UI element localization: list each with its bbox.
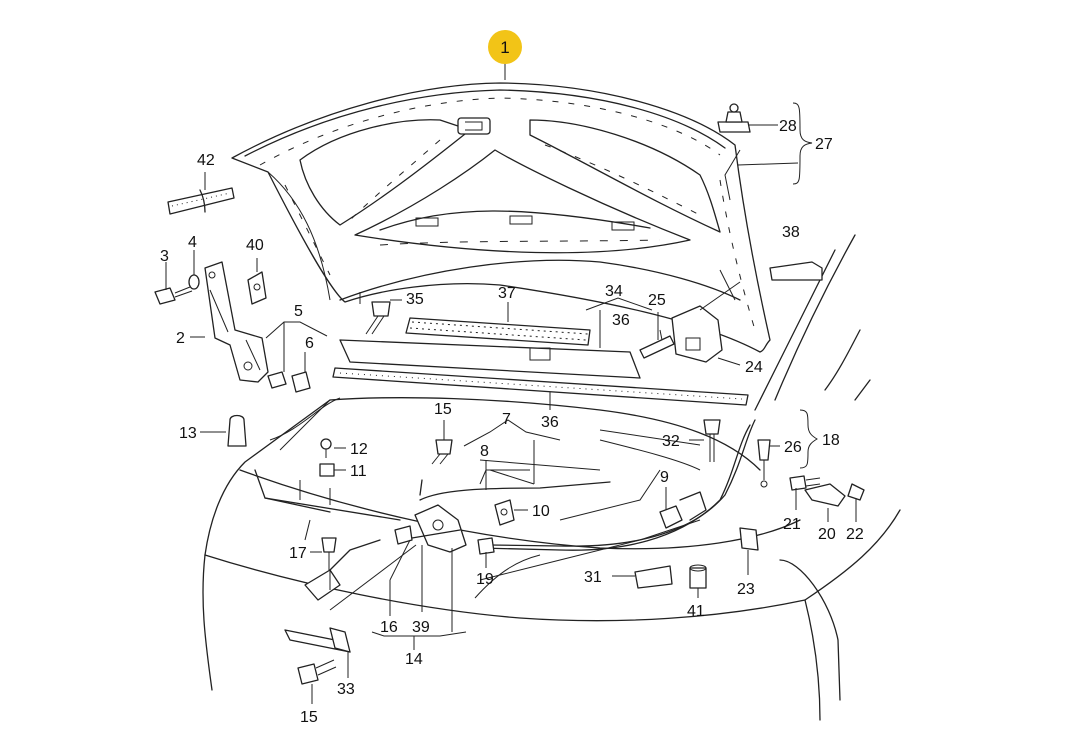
callout-34[interactable]: 34 (605, 283, 623, 300)
side-trim (769, 261, 823, 281)
cable-holder (494, 499, 515, 526)
rubber-stop (227, 414, 247, 447)
callout-36-top[interactable]: 36 (612, 312, 630, 329)
screw-21 (789, 475, 821, 491)
callout-22[interactable]: 22 (846, 526, 864, 543)
highlight-circle (488, 30, 522, 64)
gas-strut-clip (167, 187, 235, 215)
callout-2[interactable]: 2 (176, 330, 185, 347)
callout-33[interactable]: 33 (337, 681, 355, 698)
highlight-label: 1 (500, 38, 509, 57)
callout-32[interactable]: 32 (662, 433, 680, 450)
callout-40[interactable]: 40 (246, 237, 264, 254)
cable-clamp (739, 527, 759, 551)
callout-17[interactable]: 17 (289, 545, 307, 562)
screw-17 (321, 537, 337, 570)
callout-42[interactable]: 42 (197, 152, 215, 169)
safety-catch (659, 491, 707, 529)
callout-37[interactable]: 37 (498, 285, 516, 302)
callout-8[interactable]: 8 (480, 443, 489, 460)
release-cable (419, 419, 756, 551)
callout-25[interactable]: 25 (648, 292, 666, 309)
callout-41[interactable]: 41 (687, 603, 705, 620)
spring-nut (319, 463, 335, 477)
callout-31[interactable]: 31 (584, 569, 602, 586)
callout-5[interactable]: 5 (294, 303, 303, 320)
callout-15-lower[interactable]: 15 (300, 709, 318, 726)
lower-bracket (304, 539, 381, 601)
insulation-pad (405, 317, 591, 346)
callout-16[interactable]: 16 (380, 619, 398, 636)
hinge-bolt (154, 286, 193, 305)
highlight-marker[interactable]: 1 (488, 30, 522, 64)
callout-19[interactable]: 19 (476, 571, 494, 588)
screw-35 (365, 301, 391, 335)
lock-striker-plate (639, 305, 723, 363)
callout-11[interactable]: 11 (350, 463, 367, 480)
screw-15-upper (431, 439, 453, 465)
callout-36-mid[interactable]: 36 (541, 414, 559, 431)
release-handle-lever (757, 439, 771, 488)
callout-15-upper[interactable]: 15 (434, 401, 452, 418)
callout-6[interactable]: 6 (305, 335, 314, 352)
callout-23[interactable]: 23 (737, 581, 755, 598)
release-handle (804, 483, 865, 507)
callout-20[interactable]: 20 (818, 526, 836, 543)
callout-14[interactable]: 14 (405, 651, 423, 668)
car-body-outline (202, 234, 901, 721)
hood (231, 82, 771, 353)
hood-hinge (204, 261, 269, 383)
cable-clip (477, 537, 495, 555)
screw-12 (320, 438, 332, 458)
grommet (689, 564, 707, 589)
callout-35[interactable]: 35 (406, 291, 424, 308)
callout-18[interactable]: 18 (822, 432, 840, 449)
callout-10[interactable]: 10 (532, 503, 550, 520)
callout-24[interactable]: 24 (745, 359, 763, 376)
callout-3[interactable]: 3 (160, 248, 169, 265)
screw-32 (703, 419, 721, 462)
callout-27[interactable]: 27 (815, 136, 833, 153)
cable-bracket (634, 565, 673, 589)
callout-12[interactable]: 12 (350, 441, 368, 458)
callout-38[interactable]: 38 (782, 224, 800, 241)
hood-release-lock (394, 504, 467, 553)
callout-28[interactable]: 28 (779, 118, 797, 135)
hood-seal-strip (332, 367, 749, 406)
callout-13[interactable]: 13 (179, 425, 197, 442)
lock-bolt (297, 659, 337, 685)
cowl-trim (339, 339, 641, 379)
callout-9[interactable]: 9 (660, 469, 669, 486)
rubber-buffer (247, 271, 267, 305)
callout-4[interactable]: 4 (188, 234, 197, 251)
retaining-clip (717, 103, 751, 133)
callout-21[interactable]: 21 (783, 516, 801, 533)
callout-39[interactable]: 39 (412, 619, 430, 636)
leader-lines (165, 62, 857, 704)
lock-bracket (284, 627, 351, 653)
callout-labels: 28 27 42 4 3 40 38 2 5 6 35 37 34 36 25 … (160, 118, 864, 726)
callout-7[interactable]: 7 (502, 411, 511, 428)
bolt-and-nut (267, 371, 311, 393)
callout-26[interactable]: 26 (784, 439, 802, 456)
washer (188, 274, 200, 290)
